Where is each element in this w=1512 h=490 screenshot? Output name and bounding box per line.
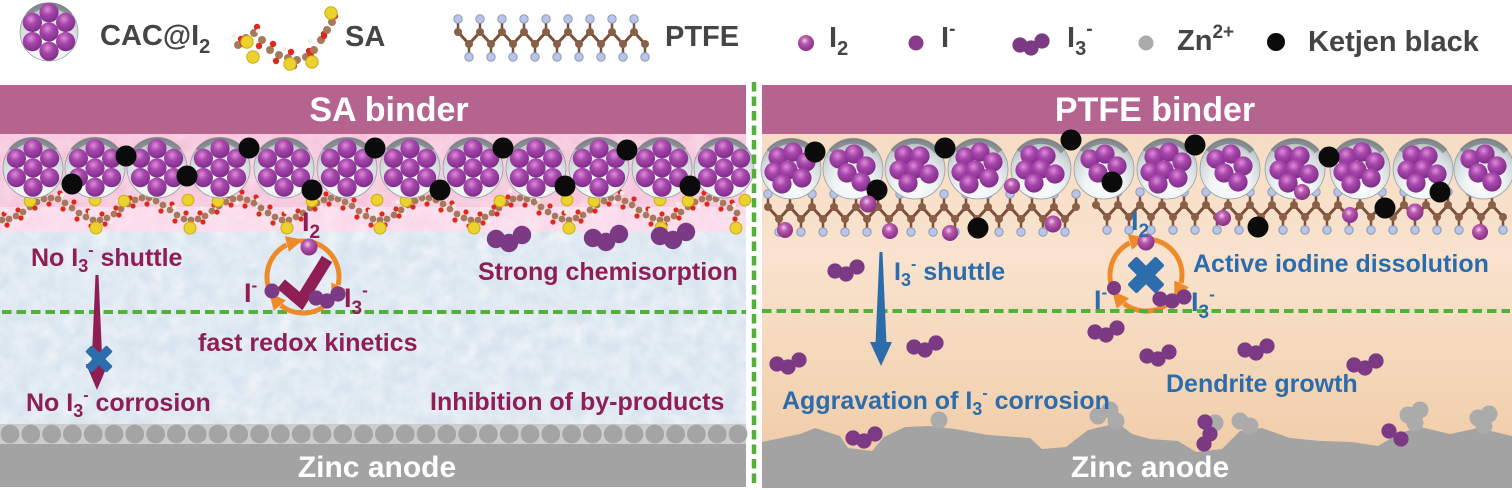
svg-text:CAC@I2: CAC@I2 [100,20,210,58]
svg-text:PTFE: PTFE [665,21,739,53]
svg-text:I3-: I3- [1191,285,1215,323]
svg-text:Ketjen black: Ketjen black [1308,26,1480,58]
svg-text:SA: SA [345,21,385,53]
svg-text:SA binder: SA binder [309,91,468,129]
svg-text:PTFE binder: PTFE binder [1055,91,1255,129]
svg-text:Active iodine dissolution: Active iodine dissolution [1193,250,1489,278]
svg-text:fast redox kinetics: fast redox kinetics [198,329,418,357]
svg-text:Dendrite growth: Dendrite growth [1166,370,1358,398]
svg-text:I3- shuttle: I3- shuttle [894,256,1005,290]
svg-text:Zinc anode: Zinc anode [298,451,456,484]
svg-text:I3-: I3- [344,281,368,319]
svg-text:No I3- shuttle: No I3- shuttle [31,242,183,276]
svg-text:Aggravation of I3- corrosion: Aggravation of I3- corrosion [782,385,1110,419]
svg-text:No I3- corrosion: No I3- corrosion [26,387,211,421]
svg-text:Strong chemisorption: Strong chemisorption [478,258,738,286]
svg-text:Inhibition of by-products: Inhibition of by-products [430,388,724,416]
svg-text:Zinc anode: Zinc anode [1071,451,1229,484]
